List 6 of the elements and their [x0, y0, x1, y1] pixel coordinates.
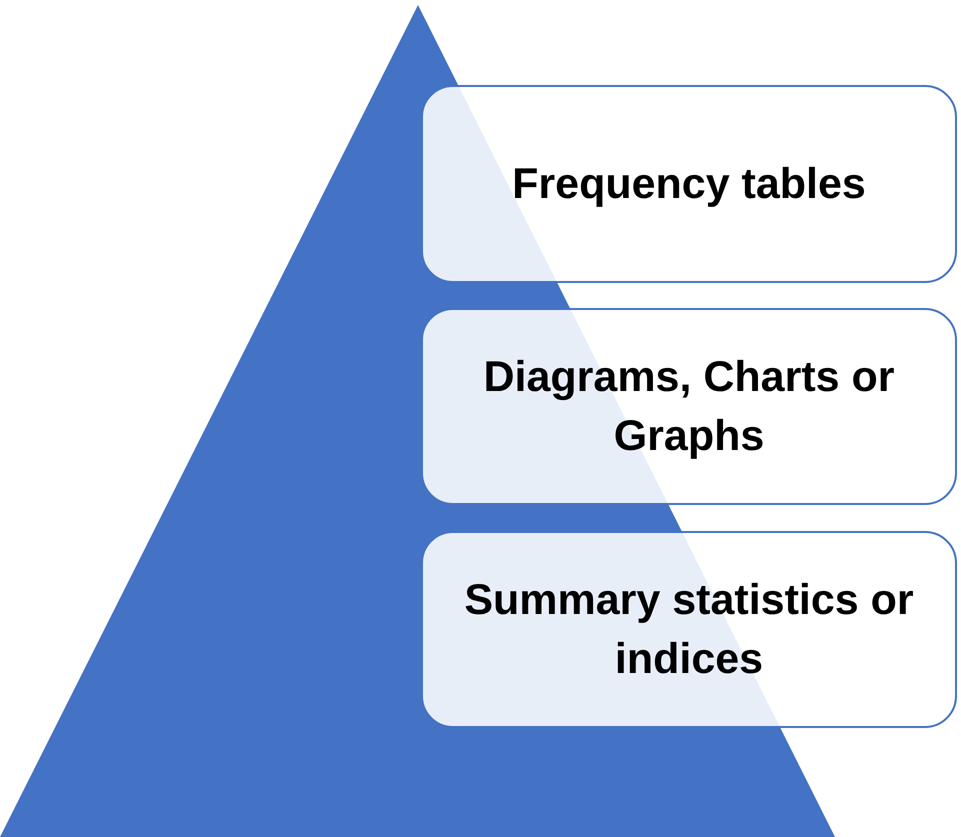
level-label: Summary statistics or indices	[463, 575, 915, 684]
level-label: Frequency tables	[511, 158, 867, 210]
level-box	[421, 85, 957, 283]
level-label: Diagrams, Charts or Graphs	[482, 352, 896, 462]
level-box	[421, 531, 957, 728]
level-box	[421, 308, 957, 505]
